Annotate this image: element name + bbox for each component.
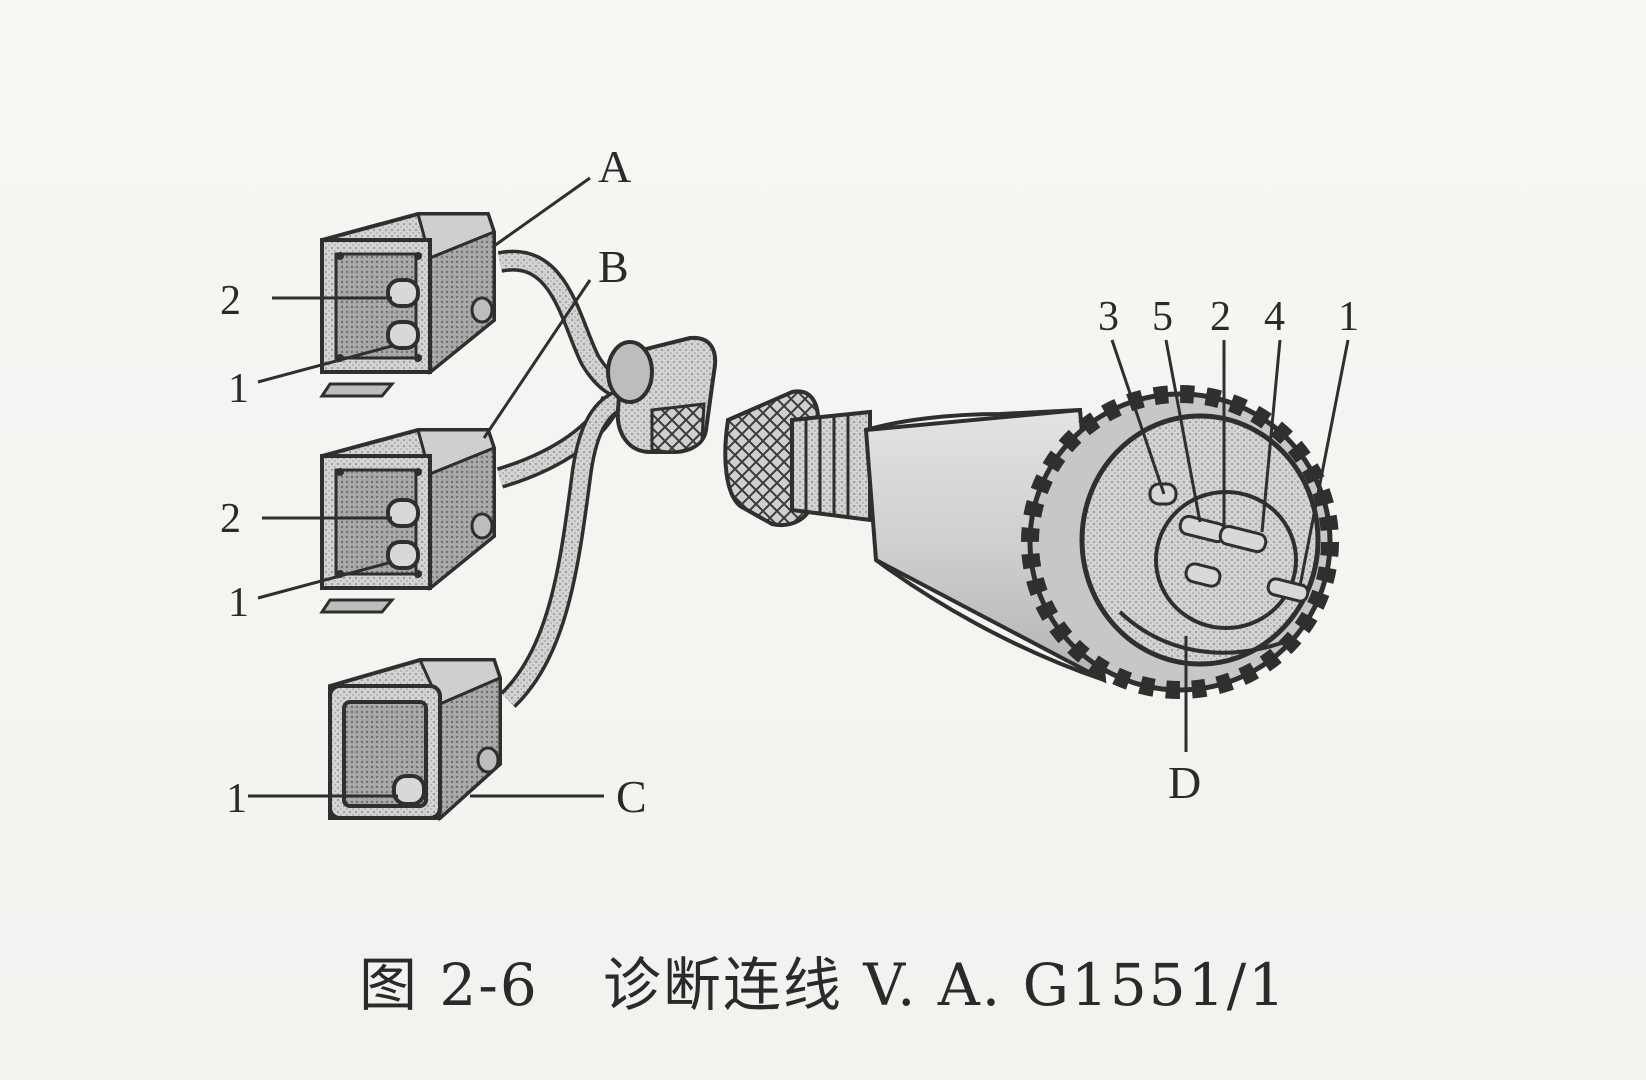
label-plug-pin-4: 4	[1264, 294, 1285, 340]
cable-bundle	[496, 249, 641, 708]
label-plug-pin-3: 3	[1098, 294, 1119, 340]
label-connector-a-pin-1: 1	[228, 366, 249, 412]
label-plug-pin-5: 5	[1152, 294, 1173, 340]
connector-b	[319, 428, 496, 614]
label-connector-b-pin-2: 2	[220, 496, 241, 542]
label-connector-b-pin-1: 1	[228, 580, 249, 626]
label-b: B	[598, 241, 629, 292]
label-connector-c-pin-1: 1	[226, 776, 247, 822]
connector-a	[319, 212, 496, 398]
label-a: A	[598, 141, 631, 192]
connector-c	[328, 658, 502, 822]
label-connector-a-pin-2: 2	[220, 278, 241, 324]
plug-d	[723, 385, 1339, 699]
labels: A B C D 2 1 2 1 1 3 5 2 4 1	[220, 141, 1359, 822]
leader-lines	[248, 176, 1350, 798]
cable-sleeve	[606, 335, 718, 454]
label-plug-pin-2: 2	[1210, 294, 1231, 340]
figure-title: 诊断连线 V. A. G1551/1	[602, 951, 1288, 1019]
label-d: D	[1168, 757, 1201, 808]
figure-caption: 图 2-6 诊断连线 V. A. G1551/1	[0, 938, 1646, 1022]
figure-number: 图 2-6	[358, 951, 539, 1019]
label-plug-pin-1: 1	[1338, 294, 1359, 340]
label-c: C	[616, 771, 647, 822]
